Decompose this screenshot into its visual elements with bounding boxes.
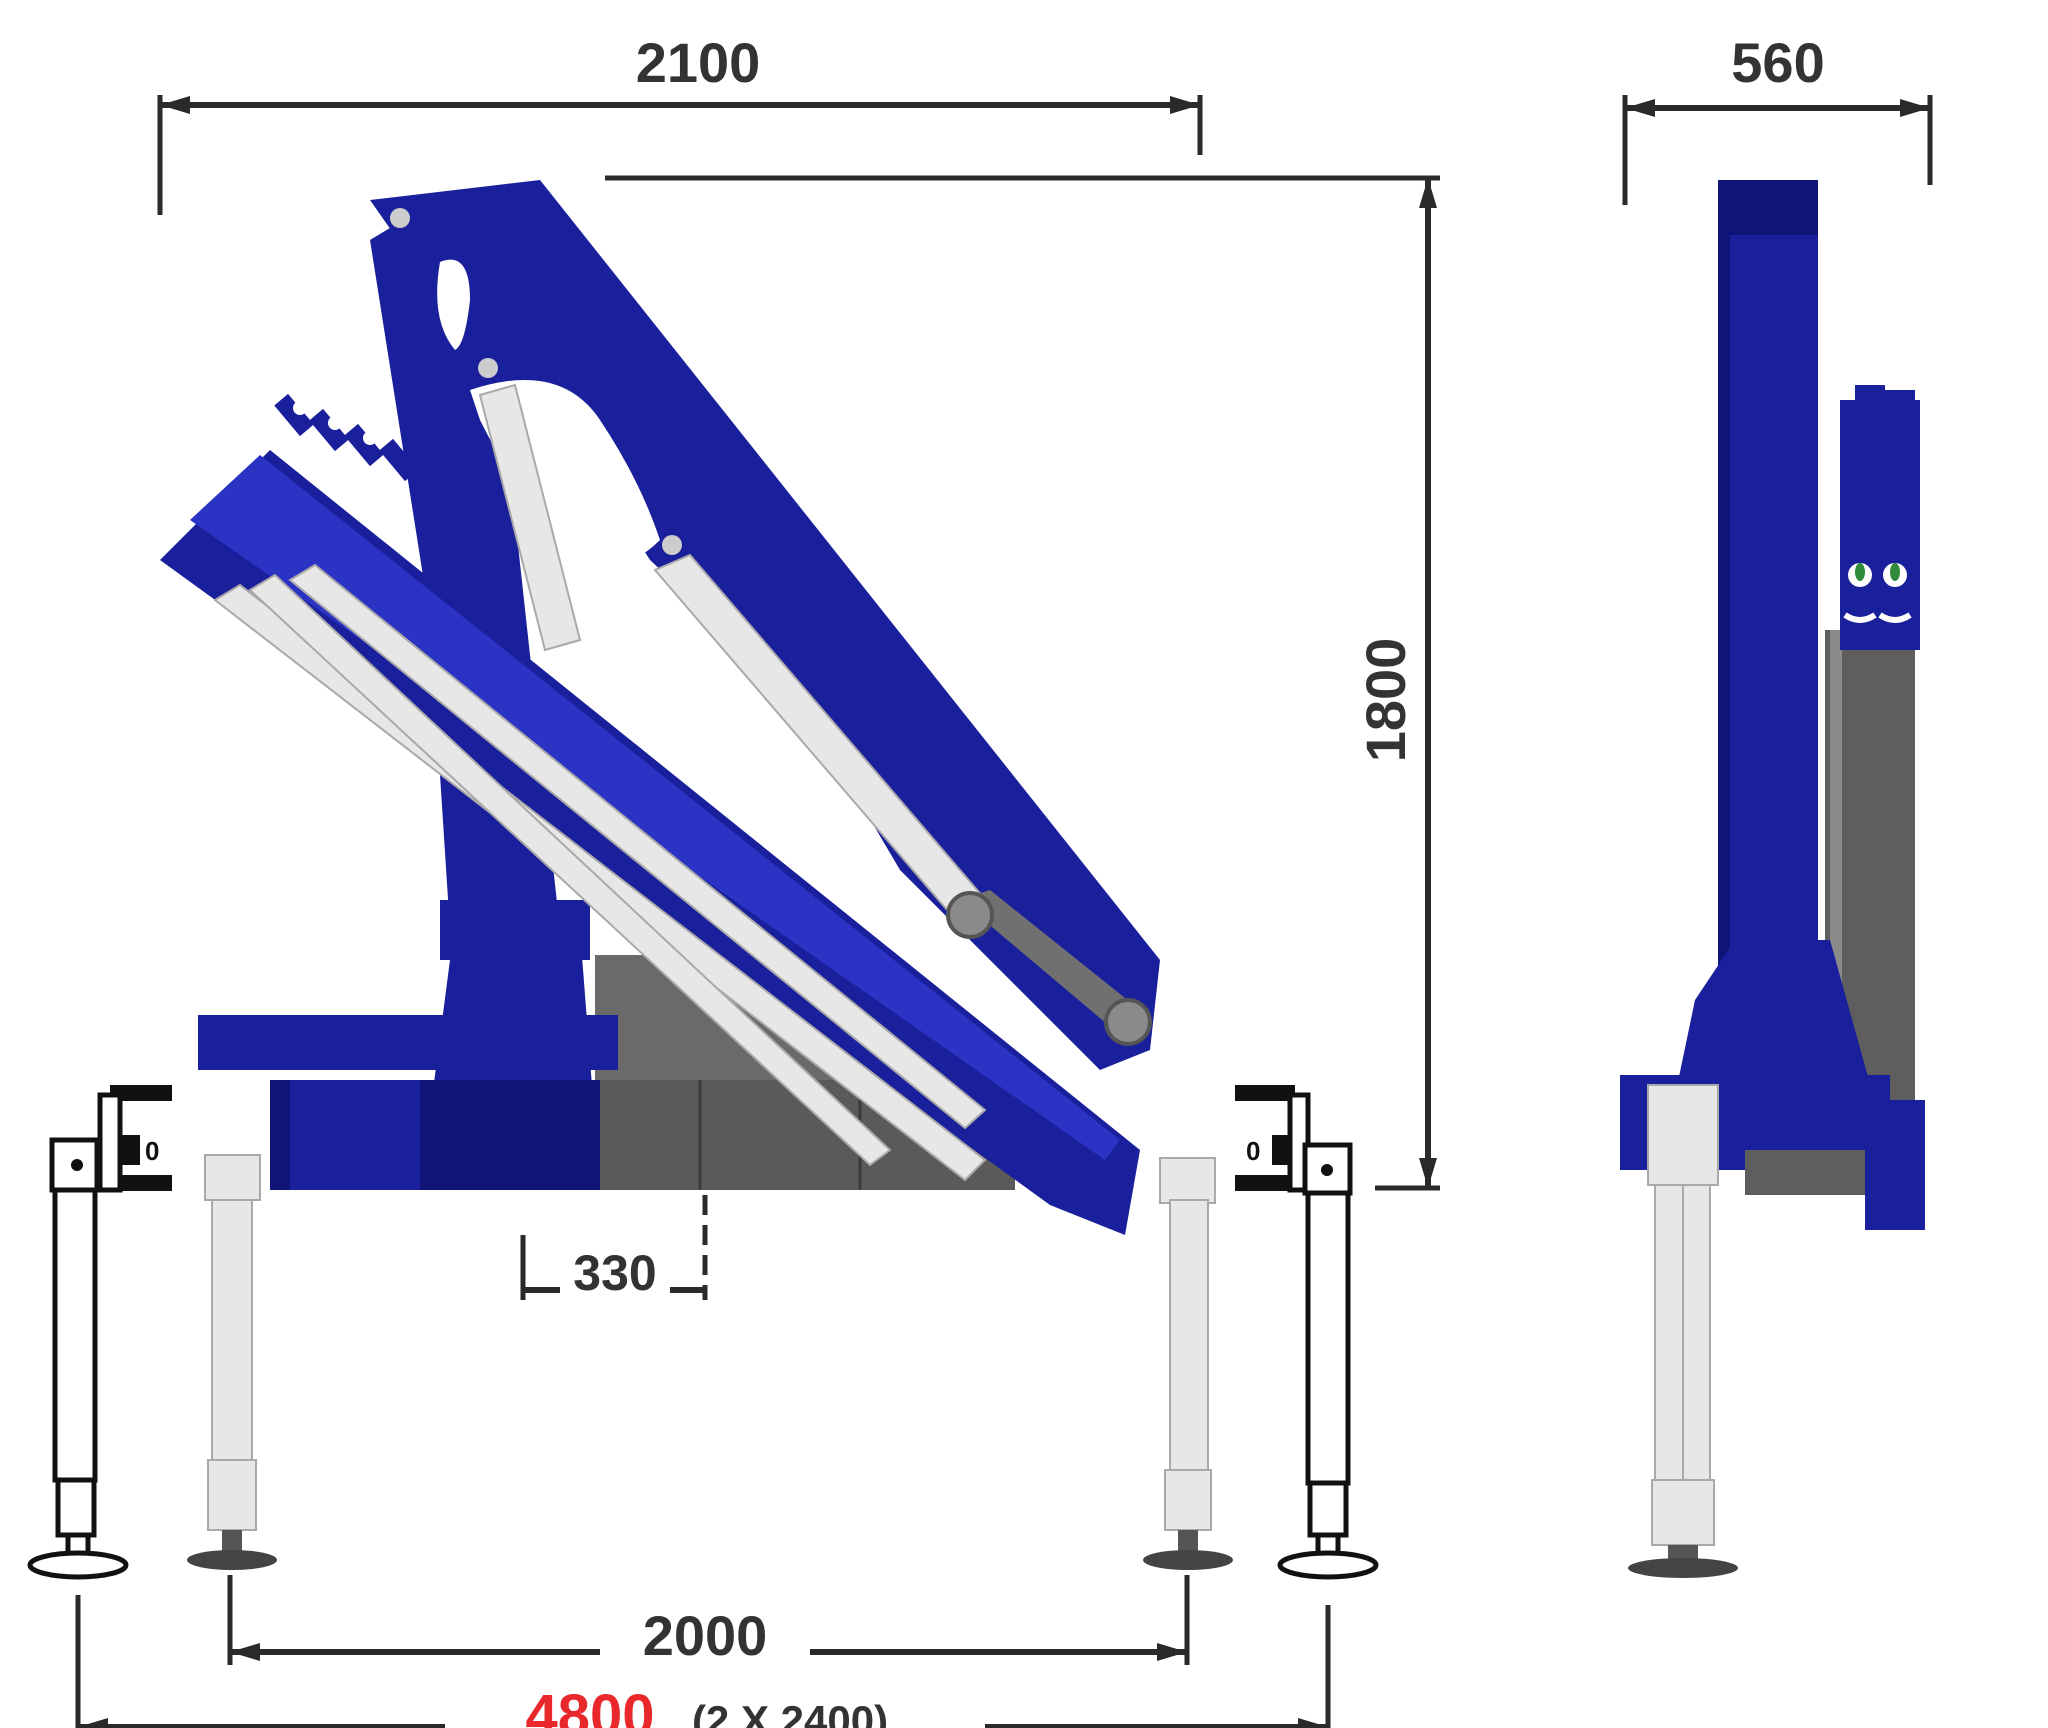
left-stabilizer-extended: 0: [27, 1085, 172, 1580]
svg-text:0: 0: [1246, 1136, 1260, 1166]
boom-tip-brackets: [274, 393, 419, 482]
dimension-1800: 1800: [605, 175, 1440, 1191]
crane-end-view: [1620, 180, 1925, 1578]
right-stabilizer-extended: 0: [1235, 1085, 1379, 1580]
dimension-2100: 2100: [157, 31, 1203, 215]
dimension-4800-label: 4800: [525, 1683, 654, 1728]
inner-boom-cylinder: [478, 383, 582, 652]
dimension-1800-label: 1800: [1354, 638, 1417, 763]
right-stabilizer-retracted: [1143, 1157, 1233, 1570]
dimension-2100-label: 2100: [636, 31, 761, 94]
dimension-2000-label: 2000: [643, 1604, 768, 1667]
dimension-560-label: 560: [1731, 31, 1824, 94]
dimension-4800: 4800 (2 X 2400): [75, 1595, 1331, 1728]
crane-side-view: [160, 180, 1160, 1235]
left-stabilizer-retracted: [187, 1154, 277, 1570]
pivot-pin: [390, 208, 410, 228]
svg-text:0: 0: [145, 1136, 159, 1166]
extension-rod-2: [248, 573, 892, 1167]
link-plate: [960, 890, 1140, 1035]
dimension-2000: 2000: [227, 1575, 1190, 1667]
dimension-560: 560: [1622, 31, 1933, 205]
dimension-4800-detail: (2 X 2400): [692, 1697, 888, 1728]
extension-rod-3: [288, 563, 987, 1130]
dimension-330-label: 330: [573, 1245, 656, 1301]
dimension-330: 330: [520, 1195, 708, 1301]
